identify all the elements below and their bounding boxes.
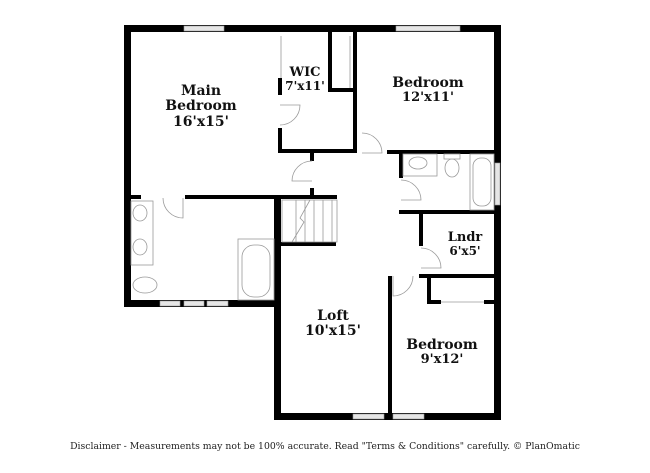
room-bedroom-2: Bedroom 12'x11' (392, 75, 464, 106)
room-name: Bedroom (392, 75, 464, 91)
room-name: Bedroom (165, 98, 237, 115)
room-name: Main (180, 83, 222, 99)
room-name: Loft (317, 308, 349, 324)
room-dims: 7'x11' (285, 79, 325, 94)
interior-walls (131, 32, 497, 420)
fixtures (130, 153, 495, 301)
room-name: WIC (289, 65, 321, 80)
stairs (281, 199, 338, 243)
room-wic: WIC 7'x11' (285, 65, 325, 94)
room-laundry: Lndr 6'x5' (447, 230, 483, 259)
room-dims: 10'x15' (305, 323, 361, 340)
windows (159, 25, 501, 420)
doors (162, 36, 484, 303)
room-bedroom-3: Bedroom 9'x12' (406, 337, 478, 368)
disclaimer-text: Disclaimer - Measurements may not be 100… (70, 441, 580, 452)
room-name: Bedroom (406, 337, 478, 353)
room-name: Lndr (447, 230, 483, 245)
room-loft: Loft 10'x15' (305, 308, 361, 340)
room-dims: 16'x15' (173, 113, 229, 130)
room-dims: 12'x11' (402, 90, 454, 106)
room-dims: 9'x12' (420, 352, 464, 368)
room-dims: 6'x5' (449, 244, 481, 259)
room-main-bedroom: Main Bedroom 16'x15' (165, 83, 237, 130)
